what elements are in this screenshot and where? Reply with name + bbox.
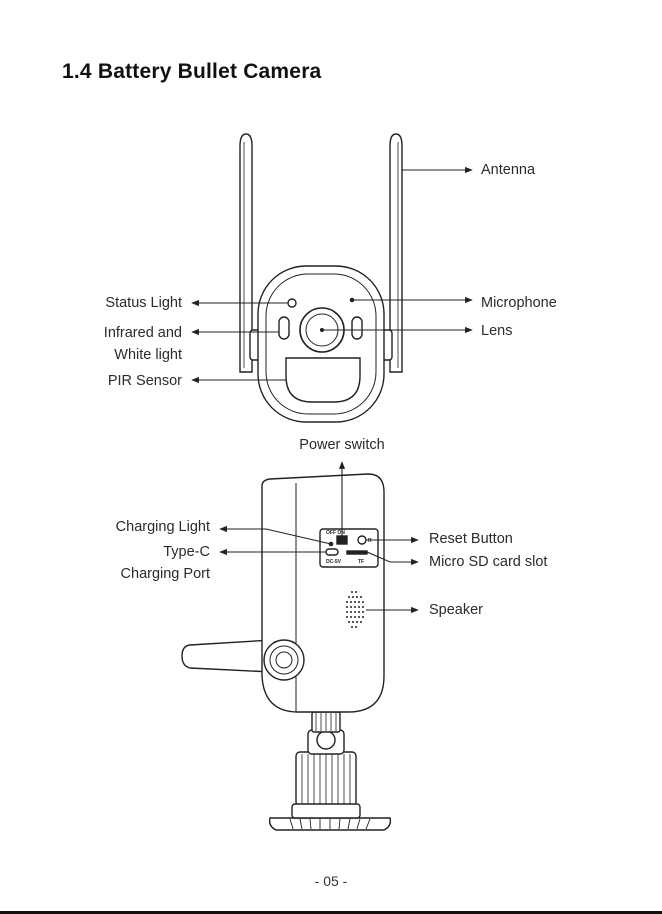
power-switch-label: Power switch (282, 436, 402, 454)
speaker-label: Speaker (429, 601, 483, 619)
charging-light-label: Charging Light (90, 518, 210, 536)
front-view-camera (240, 134, 402, 422)
power-switch (337, 536, 347, 544)
status-light-label: Status Light (82, 294, 182, 312)
pir-sensor-label: PIR Sensor (82, 372, 182, 390)
reset-button-label: Reset Button (429, 530, 513, 548)
panel-text-tf: TF (358, 559, 364, 565)
status-light (288, 299, 296, 307)
type-c-label-line2: Charging Port (90, 565, 210, 583)
type-c-label-line1: Type-C (90, 543, 210, 561)
microphone-hole (350, 298, 353, 301)
reset-button (358, 536, 366, 544)
page-number: - 05 - (0, 873, 662, 889)
side-antenna (182, 640, 272, 672)
microphone-label: Microphone (481, 294, 557, 312)
panel-text-r: R (368, 538, 372, 544)
antenna-label: Antenna (481, 161, 535, 179)
ir-light-left (279, 317, 289, 339)
micro-sd-slot (347, 551, 367, 554)
infrared-label-line1: Infrared and (82, 324, 182, 342)
side-view-camera (182, 474, 390, 830)
infrared-label-line2: White light (82, 346, 182, 364)
micro-sd-label: Micro SD card slot (429, 553, 547, 571)
ir-light-right (352, 317, 362, 339)
pir-sensor-window (286, 358, 360, 402)
panel-text-dc5v: DC-5V (326, 559, 342, 565)
lens-label: Lens (481, 322, 512, 340)
type-c-port (326, 549, 338, 555)
